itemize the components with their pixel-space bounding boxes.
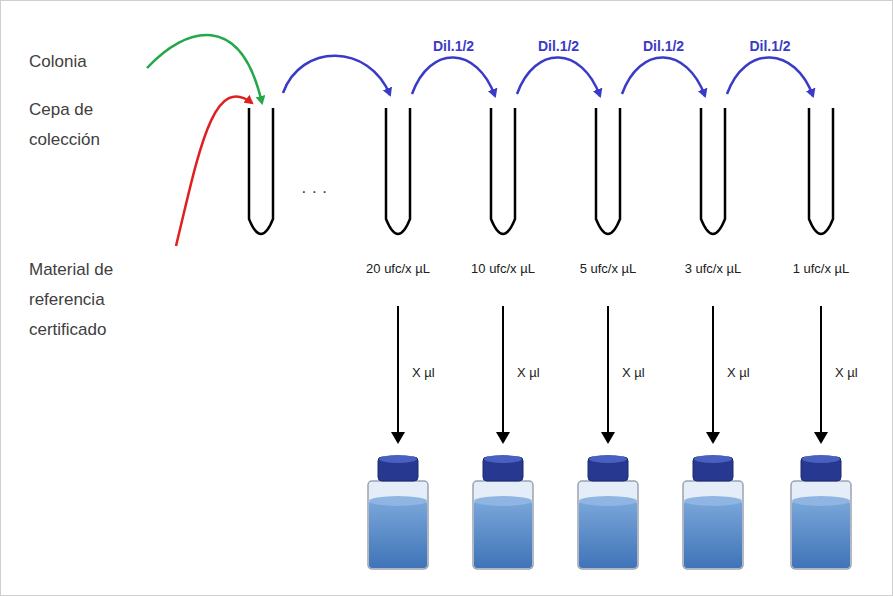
green-arrow bbox=[147, 35, 262, 103]
dilution-arrow bbox=[517, 57, 600, 96]
dilution-tube: 20 ufc/x µL bbox=[348, 108, 448, 288]
tube-shape bbox=[596, 108, 620, 234]
source-label: Material de referencia certificado bbox=[29, 255, 139, 345]
vial-liquid bbox=[684, 501, 742, 568]
dilution-label: Dil.1/2 bbox=[431, 38, 476, 54]
vial-body bbox=[791, 481, 851, 569]
tube-shape bbox=[491, 108, 515, 234]
liquid-surface bbox=[792, 496, 850, 506]
tube-shape bbox=[701, 108, 725, 234]
red-arrow bbox=[176, 96, 252, 246]
dilution-label: Dil.1/2 bbox=[536, 38, 581, 54]
volume-label: X µl bbox=[835, 365, 858, 380]
volume-label: X µl bbox=[517, 365, 540, 380]
tube-outline bbox=[771, 108, 871, 243]
cap-top bbox=[484, 455, 522, 463]
tube-shape bbox=[386, 108, 410, 234]
vial-liquid bbox=[369, 501, 427, 568]
volume-label: X µl bbox=[727, 365, 750, 380]
dilution-tube: 10 ufc/x µL bbox=[453, 108, 553, 288]
vial-liquid bbox=[579, 501, 637, 568]
tube-outline bbox=[348, 108, 448, 243]
first-tube bbox=[249, 108, 273, 234]
dilution-label: Dil.1/2 bbox=[747, 38, 792, 54]
concentration-label: 5 ufc/x µL bbox=[548, 261, 668, 276]
source-label: Colonia bbox=[29, 47, 149, 77]
concentration-label: 3 ufc/x µL bbox=[653, 261, 773, 276]
ellipsis-mark: · · · bbox=[301, 177, 361, 207]
cap-top bbox=[694, 455, 732, 463]
dilution-label: Dil.1/2 bbox=[641, 38, 686, 54]
concentration-label: 10 ufc/x µL bbox=[443, 261, 563, 276]
transfer-arrow bbox=[502, 306, 504, 441]
cap-top bbox=[802, 455, 840, 463]
liquid-surface bbox=[474, 496, 532, 506]
blue-arrow bbox=[283, 56, 390, 95]
tube-outline bbox=[558, 108, 658, 243]
vial-liquid bbox=[474, 501, 532, 568]
tube-shape bbox=[809, 108, 833, 234]
dilution-tube: 5 ufc/x µL bbox=[558, 108, 658, 288]
dilution-tube: 3 ufc/x µL bbox=[663, 108, 763, 288]
source-label: Cepa de colección bbox=[29, 95, 139, 155]
cap-top bbox=[589, 455, 627, 463]
cap-top bbox=[379, 455, 417, 463]
dilution-arrow bbox=[727, 57, 813, 96]
volume-label: X µl bbox=[412, 365, 435, 380]
vial-body bbox=[473, 481, 533, 569]
transfer-arrow bbox=[607, 306, 609, 441]
tube-outline bbox=[663, 108, 763, 243]
transfer-arrow bbox=[712, 306, 714, 441]
tube-outline bbox=[453, 108, 553, 243]
vial-body bbox=[368, 481, 428, 569]
dilution-arrow bbox=[622, 57, 705, 96]
volume-label: X µl bbox=[622, 365, 645, 380]
transfer-arrow bbox=[820, 306, 822, 441]
transfer-arrow bbox=[397, 306, 399, 441]
vial-liquid bbox=[792, 501, 850, 568]
liquid-surface bbox=[369, 496, 427, 506]
liquid-surface bbox=[684, 496, 742, 506]
dilution-arrow bbox=[412, 57, 495, 96]
vial-body bbox=[683, 481, 743, 569]
concentration-label: 1 ufc/x µL bbox=[761, 261, 881, 276]
dilution-tube: 1 ufc/x µL bbox=[771, 108, 871, 288]
vial-body bbox=[578, 481, 638, 569]
liquid-surface bbox=[579, 496, 637, 506]
concentration-label: 20 ufc/x µL bbox=[338, 261, 458, 276]
